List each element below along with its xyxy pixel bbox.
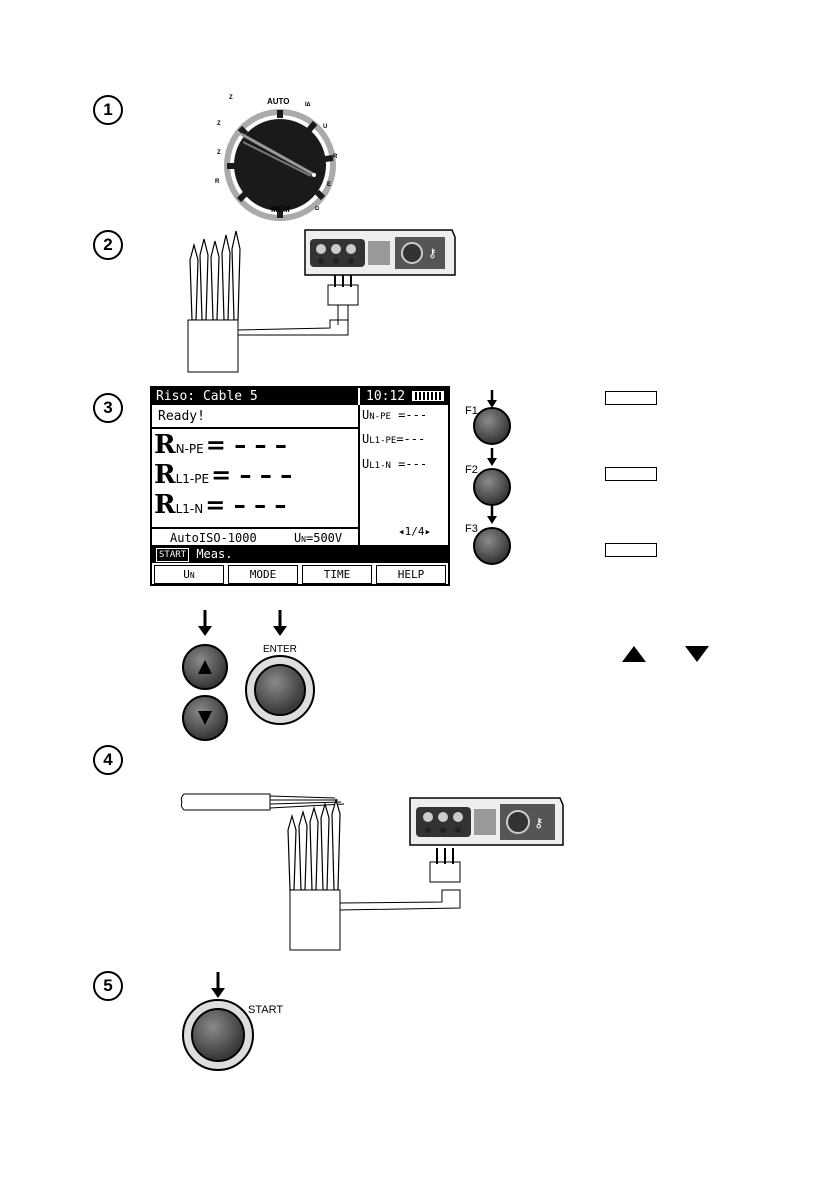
mode-text: AutoISO-1000 (170, 531, 257, 545)
f2-label: F2 (465, 464, 478, 476)
start-label: START (248, 1004, 283, 1016)
r-l1pe-row: RL1-PE= – – – (154, 461, 292, 493)
fkey-time[interactable]: TIME (302, 565, 372, 584)
svg-text:Ω: Ω (315, 206, 319, 212)
dial-mem-label: MEM (271, 205, 290, 214)
reference-box-1 (605, 391, 657, 405)
lcd-status-bar: 10:12 (360, 388, 450, 405)
fkey-help[interactable]: HELP (376, 565, 446, 584)
svg-text:Z: Z (217, 150, 221, 156)
lcd-start-bar: START Meas. (152, 545, 448, 563)
down-arrow-button[interactable] (183, 696, 227, 740)
lcd-title: Riso: Cable 5 (152, 388, 358, 405)
up-arrow-button[interactable] (183, 645, 227, 689)
svg-text:⚷: ⚷ (534, 816, 544, 831)
un-value: UN=500V (294, 531, 342, 545)
f3-label: F3 (465, 523, 478, 535)
f2-button[interactable] (474, 448, 510, 505)
enter-button[interactable] (246, 656, 314, 724)
rotary-dial-illustration: AUTO MEM Z I∆ U R E Ω Z R Z (205, 88, 365, 223)
start-meas-text: Meas. (196, 547, 232, 561)
svg-text:R: R (215, 179, 220, 185)
start-button[interactable] (183, 1000, 253, 1070)
dial-auto-label: AUTO (267, 97, 290, 106)
fkey-un[interactable]: UN (154, 565, 224, 584)
fkey-mode[interactable]: MODE (228, 565, 298, 584)
step-4-badge: 4 (93, 745, 123, 775)
step-5-badge: 5 (93, 971, 123, 1001)
start-button-illustration (180, 970, 260, 1075)
connection-illustration-step2: ⚷ (180, 225, 460, 375)
up-triangle-icon (620, 644, 648, 664)
step-1-badge: 1 (93, 95, 123, 125)
step-3-badge: 3 (93, 393, 123, 423)
f1-label: F1 (465, 405, 478, 417)
start-badge: START (156, 548, 189, 562)
svg-text:R: R (333, 154, 338, 160)
svg-text:E: E (327, 182, 331, 188)
f1-button[interactable] (474, 390, 510, 444)
enter-label: ENTER (263, 644, 297, 655)
r-npe-row: RN-PE= – – – (154, 431, 287, 463)
lcd-pager: ◂1/4▸ (398, 525, 431, 538)
u-l1n-row: UL1-N =--- (362, 457, 427, 471)
reference-box-2 (605, 467, 657, 481)
lcd-mode-line: AutoISO-1000 UN=500V (152, 527, 358, 545)
svg-text:⚷: ⚷ (428, 246, 437, 260)
battery-icon (412, 391, 444, 401)
nav-buttons-illustration (178, 608, 323, 743)
reference-box-3 (605, 543, 657, 557)
down-triangle-icon (683, 644, 711, 664)
lcd-status-text: Ready! (152, 407, 358, 429)
u-l1pe-row: UL1-PE=--- (362, 432, 425, 446)
u-npe-row: UN-PE =--- (362, 408, 427, 422)
svg-text:I∆: I∆ (305, 101, 311, 108)
f3-button[interactable] (474, 506, 510, 564)
svg-text:Z: Z (229, 95, 233, 101)
svg-text:U: U (323, 124, 327, 130)
r-l1n-row: RL1-N= – – – (154, 491, 286, 523)
lcd-clock: 10:12 (366, 388, 405, 405)
svg-text:Z: Z (217, 121, 221, 127)
connection-illustration-step4: ⚷ (180, 790, 570, 955)
step-2-badge: 2 (93, 230, 123, 260)
lcd-screen: Riso: Cable 5 10:12 Ready! RN-PE= – – – … (150, 386, 450, 586)
